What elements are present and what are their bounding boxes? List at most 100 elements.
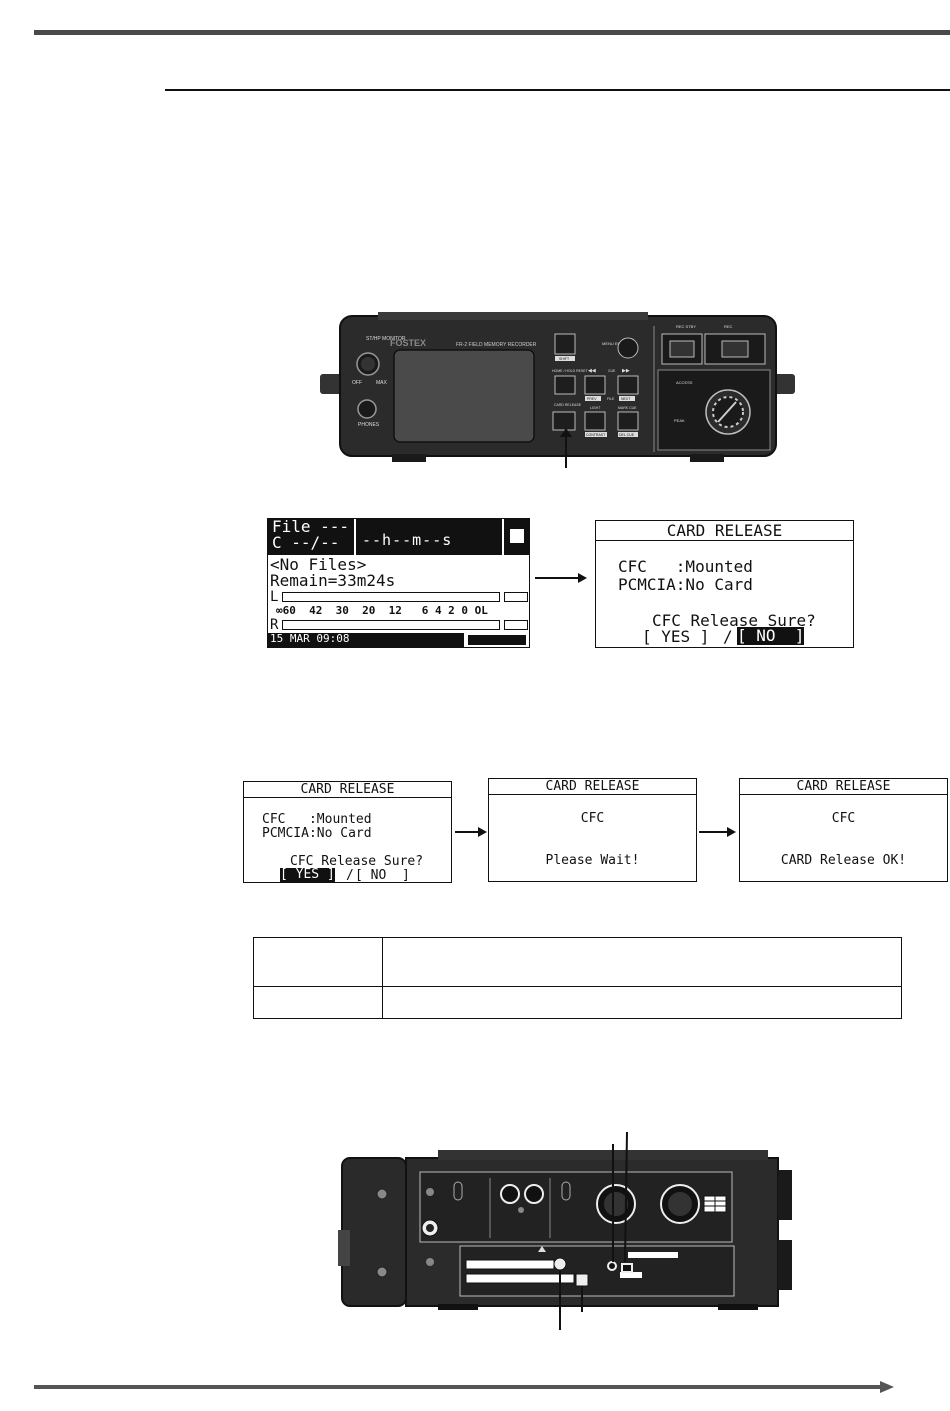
pcmcia-eject-button[interactable] xyxy=(553,1257,567,1271)
screen-title: CARD RELEASE xyxy=(596,521,853,541)
front-panel-illustration: ST/HP MONITOR OFF MAX PHONES FOSTEX FR-2… xyxy=(320,312,795,462)
rec-label: REC xyxy=(724,324,733,329)
card-release-screen-confirm: CARD RELEASE CFC :Mounted PCMCIA:No Card… xyxy=(243,781,452,883)
slot-led-2 xyxy=(621,1263,633,1273)
release-question: CFC Release Sure? xyxy=(290,854,424,869)
card-release-pointer-head xyxy=(560,428,572,437)
card-release-screen-wait: CARD RELEASE CFC Please Wait! xyxy=(488,778,697,882)
st-monitor-label: ST/HP MONITOR xyxy=(366,336,406,342)
card-release-screen-ok: CARD RELEASE CFC CARD Release OK! xyxy=(739,778,948,882)
menu-enter-dial[interactable] xyxy=(617,337,639,359)
mark-cue-button[interactable] xyxy=(617,411,639,431)
screen-title: CARD RELEASE xyxy=(244,782,451,798)
cue-label: CUE xyxy=(608,369,616,373)
rec-stby-label: REC STBY xyxy=(676,324,696,329)
table-cell xyxy=(253,937,383,987)
time-counter: --h--m--s xyxy=(362,531,453,549)
c-line: C --/-- xyxy=(272,533,340,552)
rca-jack-1[interactable] xyxy=(500,1184,520,1204)
card-release-pointer xyxy=(565,432,567,468)
end-cap xyxy=(341,1157,407,1307)
brand-logo: FOSTEX xyxy=(390,338,426,348)
no-option-selected[interactable]: [ NO ] xyxy=(737,626,805,645)
svg-text:▶▶: ▶▶ xyxy=(622,368,630,374)
meter-r-bar xyxy=(282,620,500,630)
toggle-switch-2[interactable] xyxy=(561,1181,571,1201)
meter-l-label: L xyxy=(270,589,279,605)
no-option[interactable]: [ NO ] xyxy=(355,868,410,883)
yes-option-selected[interactable]: [ YES ] xyxy=(280,867,335,882)
toggle-switch[interactable] xyxy=(453,1181,463,1201)
model-label: FR-2 FIELD MEMORY RECORDER xyxy=(456,342,537,348)
table-cell xyxy=(382,986,902,1019)
top-rule xyxy=(34,30,950,35)
card-release-screen-large: CARD RELEASE CFC :Mounted PCMCIA:No Card… xyxy=(595,520,854,648)
cfc-label: CFC xyxy=(831,811,856,826)
side-panel-illustration xyxy=(338,1131,792,1330)
table-row xyxy=(253,986,902,1019)
shift-button[interactable] xyxy=(554,333,576,355)
rec-button[interactable] xyxy=(721,340,749,358)
contrast-label: CONTRAST xyxy=(586,433,606,437)
please-wait-text: Please Wait! xyxy=(545,853,640,868)
next-button[interactable] xyxy=(617,375,639,395)
svg-text:◀◀: ◀◀ xyxy=(588,368,596,374)
del-cue-label: DEL CUE xyxy=(619,433,635,437)
cf-eject-button[interactable] xyxy=(575,1273,589,1287)
arrow-line xyxy=(699,831,729,833)
meter-l-bar xyxy=(282,592,500,602)
cf-slot[interactable] xyxy=(465,1273,575,1284)
mark-cue-label: MARK CUE xyxy=(618,406,637,410)
rca-jack-2[interactable] xyxy=(524,1184,544,1204)
right-strap-lug xyxy=(773,374,795,394)
light-button[interactable] xyxy=(584,411,606,431)
access-label: ACCESS xyxy=(676,380,693,385)
cfc-status: CFC :Mounted xyxy=(618,557,753,576)
screen-title: CARD RELEASE xyxy=(740,779,947,795)
section-rule xyxy=(165,89,950,91)
phones-jack[interactable] xyxy=(357,399,377,419)
arrow-line xyxy=(535,577,580,579)
left-strap-lug xyxy=(320,374,342,394)
cfc-status: CFC :Mounted xyxy=(262,812,372,827)
release-ok-text: CARD Release OK! xyxy=(780,853,907,868)
shift-label: SHIFT xyxy=(559,357,570,361)
arrow-head xyxy=(727,827,736,837)
device-screen xyxy=(393,349,535,443)
yes-option[interactable]: [ YES ] xyxy=(642,627,710,646)
date-time: 15 MAR 09:08 xyxy=(270,632,350,645)
slot-led-1 xyxy=(607,1261,617,1271)
pcmcia-slot[interactable] xyxy=(465,1259,555,1270)
table-cell xyxy=(253,986,383,1019)
card-release-label: CARD RELEASE xyxy=(554,403,582,407)
arrow-line xyxy=(455,831,480,833)
home-label: HOME / HOLD RESET xyxy=(552,369,589,373)
prev-label: PREV xyxy=(587,397,597,401)
no-files-text: <No Files> xyxy=(270,555,367,574)
pcmcia-status: PCMCIA:No Card xyxy=(618,575,753,594)
table-cell xyxy=(382,937,902,987)
home-button[interactable] xyxy=(554,375,576,395)
max-label: MAX xyxy=(376,380,388,386)
table-row xyxy=(253,937,902,987)
option-separator: / xyxy=(346,868,354,883)
meter-r-label: R xyxy=(270,617,279,633)
next-label: NEXT xyxy=(621,397,631,401)
light-label: LIGHT xyxy=(590,406,601,410)
remain-text: Remain=33m24s xyxy=(270,571,396,590)
rec-stby-button[interactable] xyxy=(669,340,695,358)
info-table xyxy=(253,937,902,1019)
card-slot-panel xyxy=(459,1245,735,1297)
off-label: OFF xyxy=(352,380,362,386)
file-line: File --- xyxy=(272,518,350,536)
phones-label: PHONES xyxy=(358,422,380,428)
main-display: File --- C --/-- --h--m--s <No Files> Re… xyxy=(267,518,530,648)
prev-button[interactable] xyxy=(584,375,606,395)
meter-scale: ∞60 42 30 20 12 6 4 2 0 OL xyxy=(276,604,488,617)
peak-label: PEAK xyxy=(674,418,685,423)
file-label: FILE xyxy=(607,397,615,401)
stop-indicator xyxy=(510,529,524,543)
pcmcia-status: PCMCIA:No Card xyxy=(262,826,372,841)
arrow-head xyxy=(478,827,487,837)
menu-enter-label: MENU ENTER xyxy=(602,341,629,346)
